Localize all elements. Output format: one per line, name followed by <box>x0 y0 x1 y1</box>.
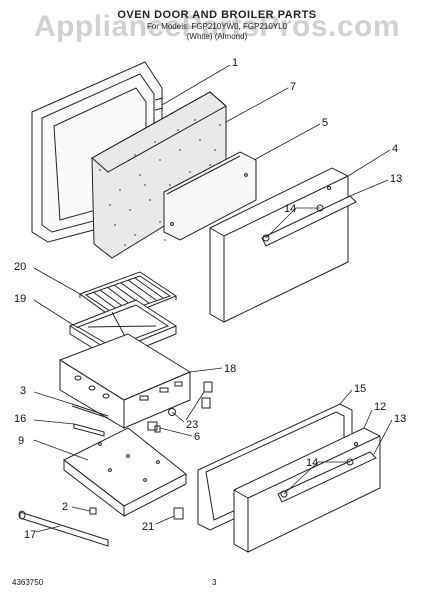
callout-5: 5 <box>322 117 328 129</box>
leader-lines <box>33 64 393 533</box>
part-3-rod <box>71 403 109 419</box>
callout-12: 12 <box>374 401 386 413</box>
callout-labels: 1 7 5 4 13 14 20 19 18 3 16 9 23 6 15 12… <box>14 57 406 541</box>
callout-13-bottom: 13 <box>394 413 406 425</box>
callout-3: 3 <box>20 385 26 397</box>
diagram-header: OVEN DOOR AND BROILER PARTS For Models: … <box>0 8 434 42</box>
callout-15: 15 <box>354 383 366 395</box>
part-4-outer-door <box>209 167 349 323</box>
callout-16: 16 <box>14 413 26 425</box>
callout-14-bottom: 14 <box>306 457 318 469</box>
diagram-title: OVEN DOOR AND BROILER PARTS <box>117 9 317 21</box>
callout-1: 1 <box>232 57 238 69</box>
callout-21: 21 <box>142 521 154 533</box>
part-2-screw <box>89 507 97 515</box>
callout-20: 20 <box>14 261 26 273</box>
callout-7: 7 <box>290 81 296 93</box>
document-number: 4363750 <box>12 578 44 587</box>
part-23-clip <box>168 381 213 416</box>
page-number: 3 <box>212 578 217 587</box>
callout-14-top: 14 <box>284 203 296 215</box>
part-5-door-panel <box>163 151 257 241</box>
models-line: For Models: FGP210YW0, FGP210YL0 <box>146 22 288 31</box>
callout-13-top: 13 <box>390 173 402 185</box>
callout-17: 17 <box>24 529 36 541</box>
colors-line: (White) (Almond) <box>186 32 248 41</box>
callout-23: 23 <box>186 419 198 431</box>
part-13b-broiler-handle <box>277 442 377 503</box>
part-21-clip <box>173 507 184 520</box>
callout-6: 6 <box>194 431 200 443</box>
callout-4: 4 <box>392 143 398 155</box>
part-18-broiler-drawer <box>58 333 192 429</box>
part-13-door-handle <box>261 186 357 247</box>
callout-9: 9 <box>18 435 24 447</box>
part-6-bracket <box>147 421 161 433</box>
part-9-drawer-floor <box>63 427 187 518</box>
callout-19: 19 <box>14 293 26 305</box>
callout-18: 18 <box>224 363 236 375</box>
part-17-rail <box>18 510 109 547</box>
callout-2: 2 <box>62 501 68 513</box>
part-16-slide <box>73 423 105 437</box>
